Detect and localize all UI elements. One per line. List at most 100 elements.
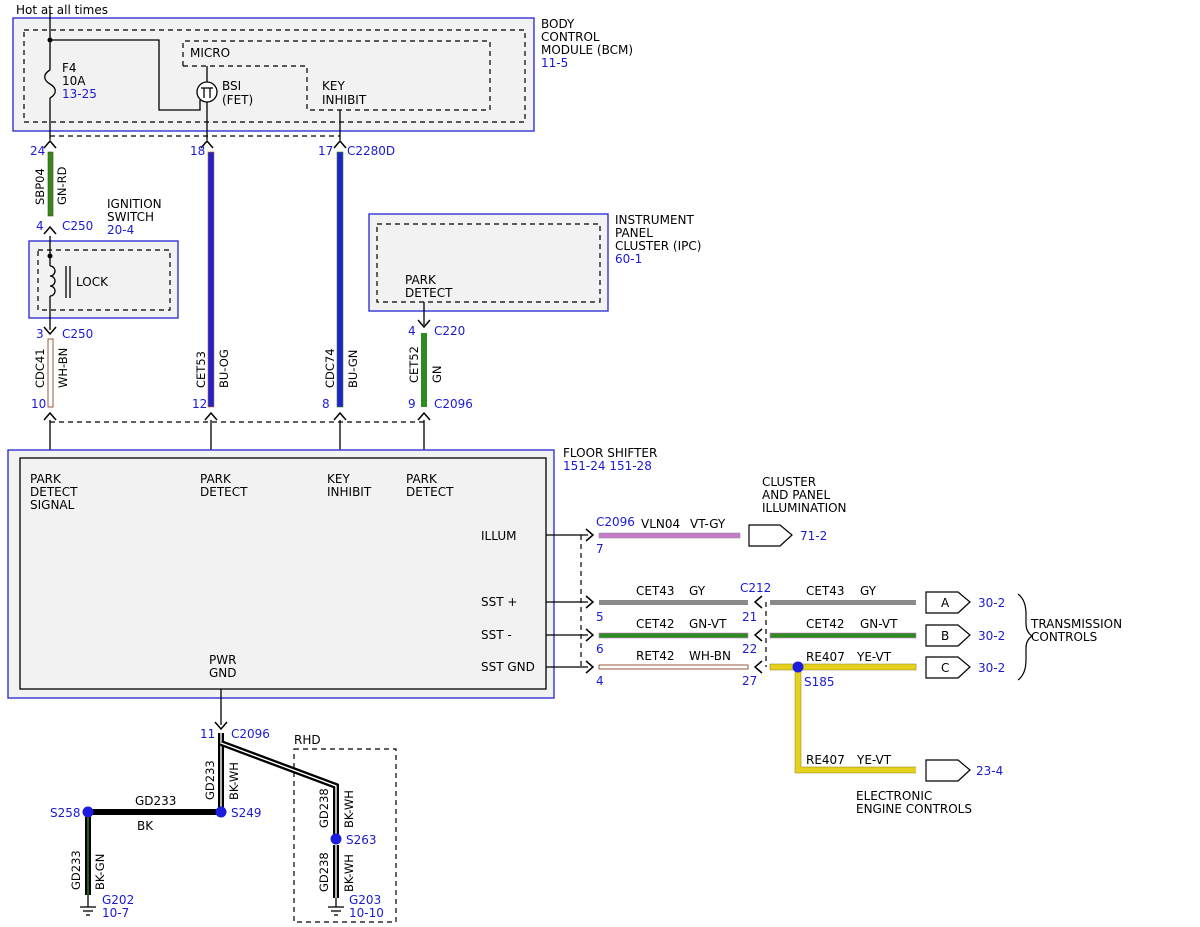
wire-cet43-right — [770, 600, 916, 605]
engine-title-2: ENGINE CONTROLS — [856, 802, 972, 816]
ipc-ref: 60-1 — [615, 252, 642, 266]
pin-illum: ILLUM — [481, 529, 516, 543]
wire-cdc41 — [47, 338, 54, 408]
ground-g203-label: G203 — [349, 893, 381, 907]
splice-s263 — [330, 833, 342, 845]
pin-5: 5 — [596, 610, 604, 624]
pin-park-detect-2a: PARK — [406, 472, 438, 486]
splice-s185 — [792, 661, 804, 673]
pin-17: 17 — [318, 144, 333, 158]
shifter-title: FLOOR SHIFTER — [563, 446, 657, 460]
wire-cet53-circuit: CET53 — [194, 351, 208, 388]
wire-gd238b-circuit: GD238 — [317, 852, 331, 892]
wire-gd238b-color: BK-WH — [342, 854, 356, 892]
connector-c220: C220 — [434, 324, 465, 338]
wire-cet42b-circuit: CET42 — [806, 617, 845, 631]
wire-cet42a-color: GN-VT — [689, 617, 727, 631]
fuse-ref: 13-25 — [62, 87, 97, 101]
pin-pwr-gnd-1: PWR — [209, 653, 236, 667]
pin-27: 27 — [742, 674, 757, 688]
connector-c250-top: C250 — [62, 219, 93, 233]
connector-b-icon — [925, 624, 971, 647]
ignition-title-1: IGNITION — [107, 197, 162, 211]
bsi-label-2: (FET) — [222, 93, 253, 107]
wire-cet52 — [421, 333, 427, 407]
wire-cet43-left — [599, 600, 748, 605]
wire-re407-right — [769, 663, 917, 671]
wire-cet43b-color: GY — [860, 584, 877, 598]
connector-arrows-c212 — [753, 595, 763, 674]
splice-s258-label: S258 — [50, 806, 81, 820]
connector-arrow-c250-top — [43, 225, 57, 235]
connector-c-label: C — [941, 661, 949, 675]
wire-cet52-circuit: CET52 — [407, 346, 421, 383]
splice-s258 — [82, 806, 94, 818]
splice-s185-label: S185 — [804, 675, 835, 689]
wire-cet53-color: BU-OG — [217, 349, 231, 388]
transmission-title-1: TRANSMISSION — [1030, 617, 1122, 631]
cluster-illum-title-1: CLUSTER — [762, 475, 816, 489]
connector-b-ref: 30-2 — [978, 629, 1005, 643]
wire-gd238a-circuit: GD238 — [317, 788, 331, 828]
connector-c-ref: 30-2 — [978, 661, 1005, 675]
wire-vln04 — [598, 532, 741, 539]
pin-6: 6 — [596, 642, 604, 656]
ground-g202-label: G202 — [102, 893, 134, 907]
ignition-title-2: SWITCH — [107, 210, 154, 224]
transmission-brace-icon — [1017, 593, 1034, 681]
pin-18: 18 — [190, 144, 205, 158]
pin-park-detect-2b: DETECT — [406, 485, 454, 499]
connector-c-icon — [925, 656, 971, 679]
pin-21: 21 — [742, 610, 757, 624]
key-inhibit-label-2: INHIBIT — [322, 93, 367, 107]
engine-ref: 23-4 — [976, 764, 1003, 778]
connector-c2096-right: C2096 — [596, 515, 635, 529]
wire-ret42-color: WH-BN — [689, 649, 731, 663]
engine-connector-icon — [925, 759, 971, 782]
wire-cet42-right — [769, 632, 917, 639]
pin-4a: 4 — [36, 219, 44, 233]
fuse-rating: 10A — [62, 74, 86, 88]
ipc-title-2: PANEL — [615, 226, 653, 240]
pin-park-detect-1b: DETECT — [200, 485, 248, 499]
pin-9: 9 — [408, 397, 416, 411]
lock-coil-icon — [49, 265, 56, 297]
cluster-illum-title-2: AND PANEL — [762, 488, 830, 502]
wire-cet43b-circuit: CET43 — [806, 584, 845, 598]
wire-gd233b-color: BK — [137, 819, 154, 833]
connector-c2280d: C2280D — [347, 144, 395, 158]
pin-park-detect-signal-2: DETECT — [30, 485, 78, 499]
wire-cet53 — [207, 151, 215, 408]
wire-re407-down — [795, 667, 916, 773]
pin-7: 7 — [596, 542, 604, 556]
connector-arrows-bcm — [43, 139, 347, 149]
wire-gd233c-color: BK-GN — [93, 854, 107, 890]
key-inhibit-label-1: KEY — [322, 79, 345, 93]
floor-shifter-module — [7, 449, 555, 699]
pin-8: 8 — [322, 397, 330, 411]
splice-s249-label: S249 — [231, 806, 262, 820]
connector-c212: C212 — [740, 581, 771, 595]
pin-park-detect-signal-1: PARK — [30, 472, 62, 486]
ipc-module — [368, 213, 609, 312]
fuse-name: F4 — [62, 61, 77, 75]
wire-vln04-color: VT-GY — [690, 517, 726, 531]
connector-c2096-top: C2096 — [434, 397, 473, 411]
bcm-module — [12, 17, 535, 132]
connector-c250-bottom: C250 — [62, 327, 93, 341]
wire-cet42-left — [598, 632, 749, 639]
wire-ret42-circuit: RET42 — [636, 649, 675, 663]
cluster-illum-ref: 71-2 — [800, 529, 827, 543]
wire-gd238a-color: BK-WH — [342, 790, 356, 828]
ipc-title-1: INSTRUMENT — [615, 213, 694, 227]
wire-gd233a-color: BK-WH — [227, 762, 241, 800]
connector-c2096-bottom: C2096 — [231, 727, 270, 741]
fuse-icon — [44, 69, 56, 99]
wire-vln04-circuit: VLN04 — [641, 517, 680, 531]
wire-cdc74-color: BU-GN — [346, 350, 360, 388]
wire-cdc41-circuit: CDC41 — [33, 348, 47, 388]
wire-cdc74 — [336, 151, 344, 408]
wire-cdc74-circuit: CDC74 — [323, 348, 337, 388]
wire-re407a-circuit: RE407 — [806, 650, 845, 664]
rhd-box — [293, 748, 397, 923]
